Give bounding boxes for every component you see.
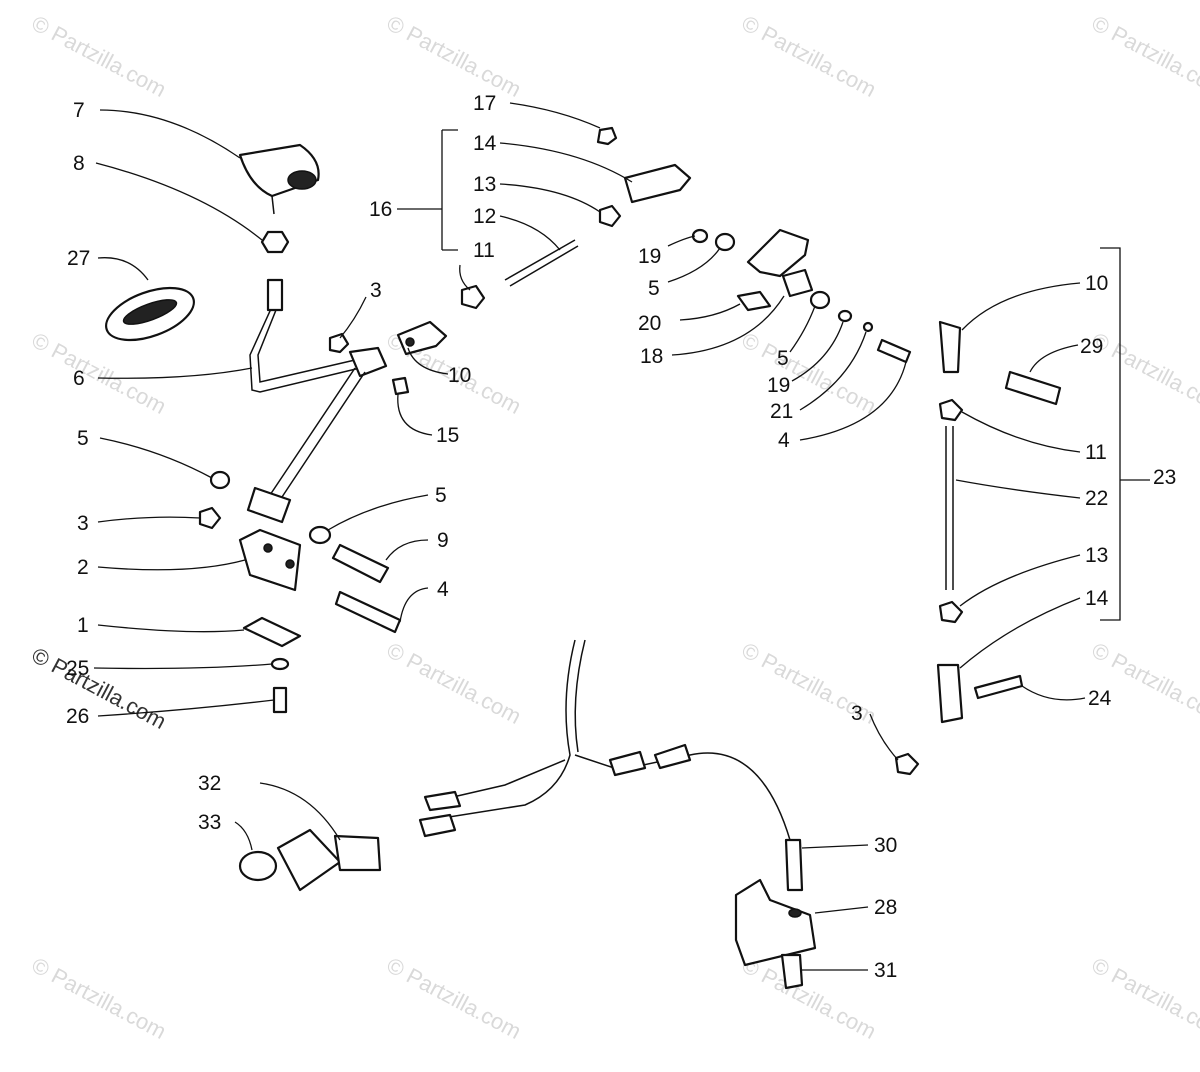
callout-8: 8 — [73, 152, 85, 175]
watermark: © Partzilla.com — [1088, 327, 1200, 419]
watermark: © Partzilla.com — [738, 327, 881, 419]
callout-13: 13 — [473, 173, 496, 196]
callout-29: 29 — [1080, 335, 1103, 358]
callout-7: 7 — [73, 99, 85, 122]
watermark-layer: © Partzilla.com © Partzilla.com © Partzi… — [28, 10, 1200, 1044]
watermark: © Partzilla.com — [383, 10, 526, 102]
knob-part — [238, 143, 320, 215]
cable-bracket — [734, 878, 817, 967]
nut-8 — [260, 230, 290, 254]
callout-5: 5 — [435, 484, 447, 507]
watermark: © Partzilla.com — [28, 952, 171, 1044]
callout-18: 18 — [640, 345, 663, 368]
callout-11: 11 — [473, 239, 495, 262]
callout-11: 11 — [1085, 441, 1107, 464]
callout-31: 31 — [874, 959, 897, 982]
watermark-dark: © Partzilla.com — [28, 642, 171, 734]
ignition-switch-part — [238, 828, 382, 892]
callout-5: 5 — [777, 347, 789, 370]
parts-drawings — [105, 126, 1062, 990]
callout-labels: 7 8 27 6 3 10 15 5 3 2 1 25 26 5 9 4 17 … — [66, 92, 1176, 982]
leader-lines — [93, 102, 1150, 971]
wire-harness — [429, 639, 791, 841]
callout-10: 10 — [1085, 272, 1108, 295]
watermark: © Partzilla.com — [383, 952, 526, 1044]
callout-13: 13 — [1085, 544, 1108, 567]
watermark: © Partzilla.com — [1088, 637, 1200, 729]
callout-6: 6 — [73, 367, 85, 390]
callout-2: 2 — [77, 556, 89, 579]
watermark: © Partzilla.com — [28, 10, 171, 102]
callout-23: 23 — [1153, 466, 1176, 489]
watermark: © Partzilla.com — [1088, 10, 1200, 102]
callout-24: 24 — [1088, 687, 1112, 710]
callout-3: 3 — [370, 279, 382, 302]
callout-4: 4 — [778, 429, 790, 452]
callout-3: 3 — [851, 702, 863, 725]
callout-16: 16 — [369, 198, 392, 221]
callout-1: 1 — [77, 614, 89, 637]
callout-17: 17 — [473, 92, 496, 115]
callout-15: 15 — [436, 424, 459, 447]
callout-19: 19 — [767, 374, 790, 397]
watermark: © Partzilla.com — [738, 10, 881, 102]
callout-27: 27 — [67, 247, 90, 270]
callout-21: 21 — [770, 400, 793, 423]
watermark: © Partzilla.com — [738, 952, 881, 1044]
callout-28: 28 — [874, 896, 897, 919]
callout-12: 12 — [473, 205, 496, 228]
callout-5: 5 — [648, 277, 660, 300]
callout-5: 5 — [77, 427, 89, 450]
callout-22: 22 — [1085, 487, 1108, 510]
grommet-part — [105, 286, 195, 342]
callout-4: 4 — [437, 578, 449, 601]
callout-3: 3 — [77, 512, 89, 535]
callout-14: 14 — [1085, 587, 1109, 610]
callout-33: 33 — [198, 811, 221, 834]
callout-20: 20 — [638, 312, 661, 335]
callout-30: 30 — [874, 834, 897, 857]
callout-26: 26 — [66, 705, 89, 728]
watermark: © Partzilla.com — [28, 327, 171, 419]
watermark: © Partzilla.com — [383, 637, 526, 729]
callout-32: 32 — [198, 772, 221, 795]
callout-14: 14 — [473, 132, 497, 155]
watermark: © Partzilla.com — [1088, 952, 1200, 1044]
callout-9: 9 — [437, 529, 449, 552]
callout-25: 25 — [66, 657, 89, 680]
callout-19: 19 — [638, 245, 661, 268]
callout-10: 10 — [448, 364, 471, 387]
